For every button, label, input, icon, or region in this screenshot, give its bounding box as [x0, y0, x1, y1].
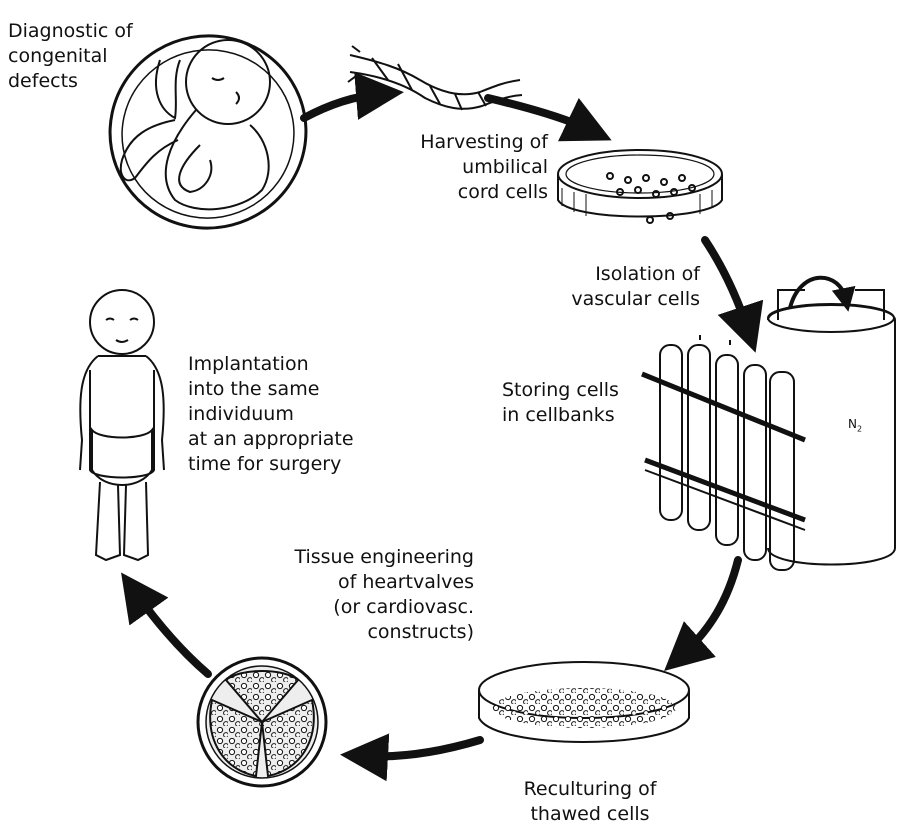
step-reculturing-line: thawed cells: [510, 802, 670, 827]
step-implantation-line: time for surgery: [188, 452, 354, 477]
tube-rack: [642, 335, 805, 570]
step-storing: Storing cells in cellbanks: [502, 378, 619, 428]
step-harvesting-line: cord cells: [388, 180, 548, 205]
step-diagnostic-line: Diagnostic of: [8, 19, 133, 44]
arrow-fetus-to-cord: [304, 94, 380, 118]
step-harvesting: Harvesting of umbilical cord cells: [388, 130, 548, 205]
step-storing-line: in cellbanks: [502, 403, 619, 428]
step-harvesting-line: Harvesting of: [388, 130, 548, 155]
step-implantation-line: into the same: [188, 377, 354, 402]
baby-illustration: [80, 290, 164, 560]
arrow-storage-to-reculture: [682, 560, 738, 655]
step-tissue-engineering-line: constructs): [252, 620, 474, 645]
step-implantation: Implantation into the same individuum at…: [188, 352, 354, 477]
step-tissue-engineering: Tissue engineering of heartvalves (or ca…: [252, 545, 474, 645]
step-implantation-line: Implantation: [188, 352, 354, 377]
arrow-cord-to-dish: [488, 98, 590, 130]
step-diagnostic: Diagnostic of congenital defects: [8, 19, 133, 94]
petri-dish-illustration: [558, 150, 722, 223]
step-isolation: Isolation of vascular cells: [545, 262, 700, 312]
arrow-valve-to-baby: [135, 592, 208, 674]
step-tissue-engineering-line: of heartvalves: [252, 570, 474, 595]
step-tissue-engineering-line: (or cardiovasc.: [252, 595, 474, 620]
step-reculturing-line: Reculturing of: [510, 777, 670, 802]
step-implantation-line: individuum: [188, 402, 354, 427]
step-tissue-engineering-line: Tissue engineering: [252, 545, 474, 570]
step-storing-line: Storing cells: [502, 378, 619, 403]
step-isolation-line: Isolation of: [545, 262, 700, 287]
step-diagnostic-line: congenital: [8, 44, 133, 69]
arrow-dish-to-storage: [705, 240, 748, 330]
heart-valve-illustration: [198, 658, 326, 786]
nitrogen-label: N2: [848, 417, 862, 433]
arrow-reculture-to-valve: [364, 740, 480, 756]
step-harvesting-line: umbilical: [388, 155, 548, 180]
step-implantation-line: at an appropriate: [188, 427, 354, 452]
step-reculturing: Reculturing of thawed cells: [510, 777, 670, 827]
reculture-dish-illustration: [479, 662, 689, 742]
step-diagnostic-line: defects: [8, 69, 133, 94]
step-isolation-line: vascular cells: [545, 287, 700, 312]
